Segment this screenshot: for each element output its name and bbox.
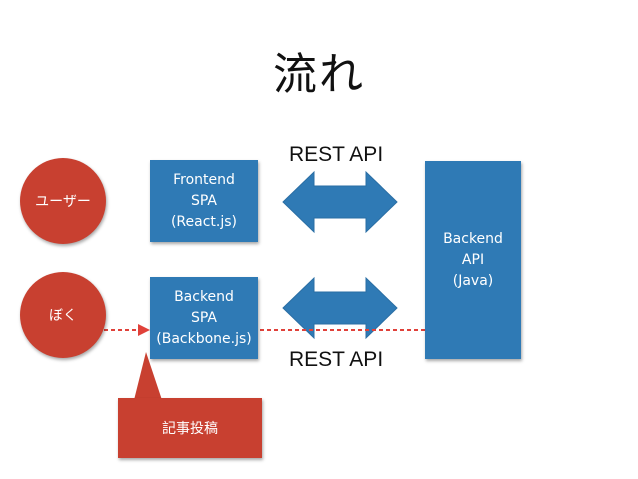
backend-spa-line-2: SPA [190, 309, 217, 326]
backend-spa-box: Backend SPA (Backbone.js) [150, 277, 258, 359]
frontend-spa-line-1: Frontend [173, 171, 235, 188]
callout-label: 記事投稿 [162, 421, 218, 437]
callout-pointer [134, 352, 162, 400]
flow-arrowhead-1 [138, 324, 150, 336]
backend-api-box: Backend API (Java) [425, 161, 521, 359]
backend-spa-line-1: Backend [174, 288, 234, 305]
double-arrow-top [282, 170, 398, 234]
frontend-spa-box: Frontend SPA (React.js) [150, 160, 258, 242]
me-circle-label: ぼく [49, 308, 77, 324]
backend-api-line-2: API [461, 251, 485, 268]
rest-api-label-bottom: REST API [289, 348, 384, 371]
rest-api-label-top: REST API [289, 143, 384, 166]
backend-api-line-3: (Java) [452, 272, 494, 289]
me-circle: ぼく [20, 272, 106, 358]
backend-spa-line-3: (Backbone.js) [156, 330, 252, 347]
backend-api-line-1: Backend [443, 230, 503, 247]
frontend-spa-line-3: (React.js) [170, 213, 238, 230]
user-circle-label: ユーザー [35, 194, 91, 210]
user-circle: ユーザー [20, 158, 106, 244]
frontend-spa-line-2: SPA [190, 192, 217, 209]
double-arrow-bottom [282, 276, 398, 340]
page-title: 流れ [273, 49, 365, 100]
callout-article-post: 記事投稿 [118, 398, 262, 458]
